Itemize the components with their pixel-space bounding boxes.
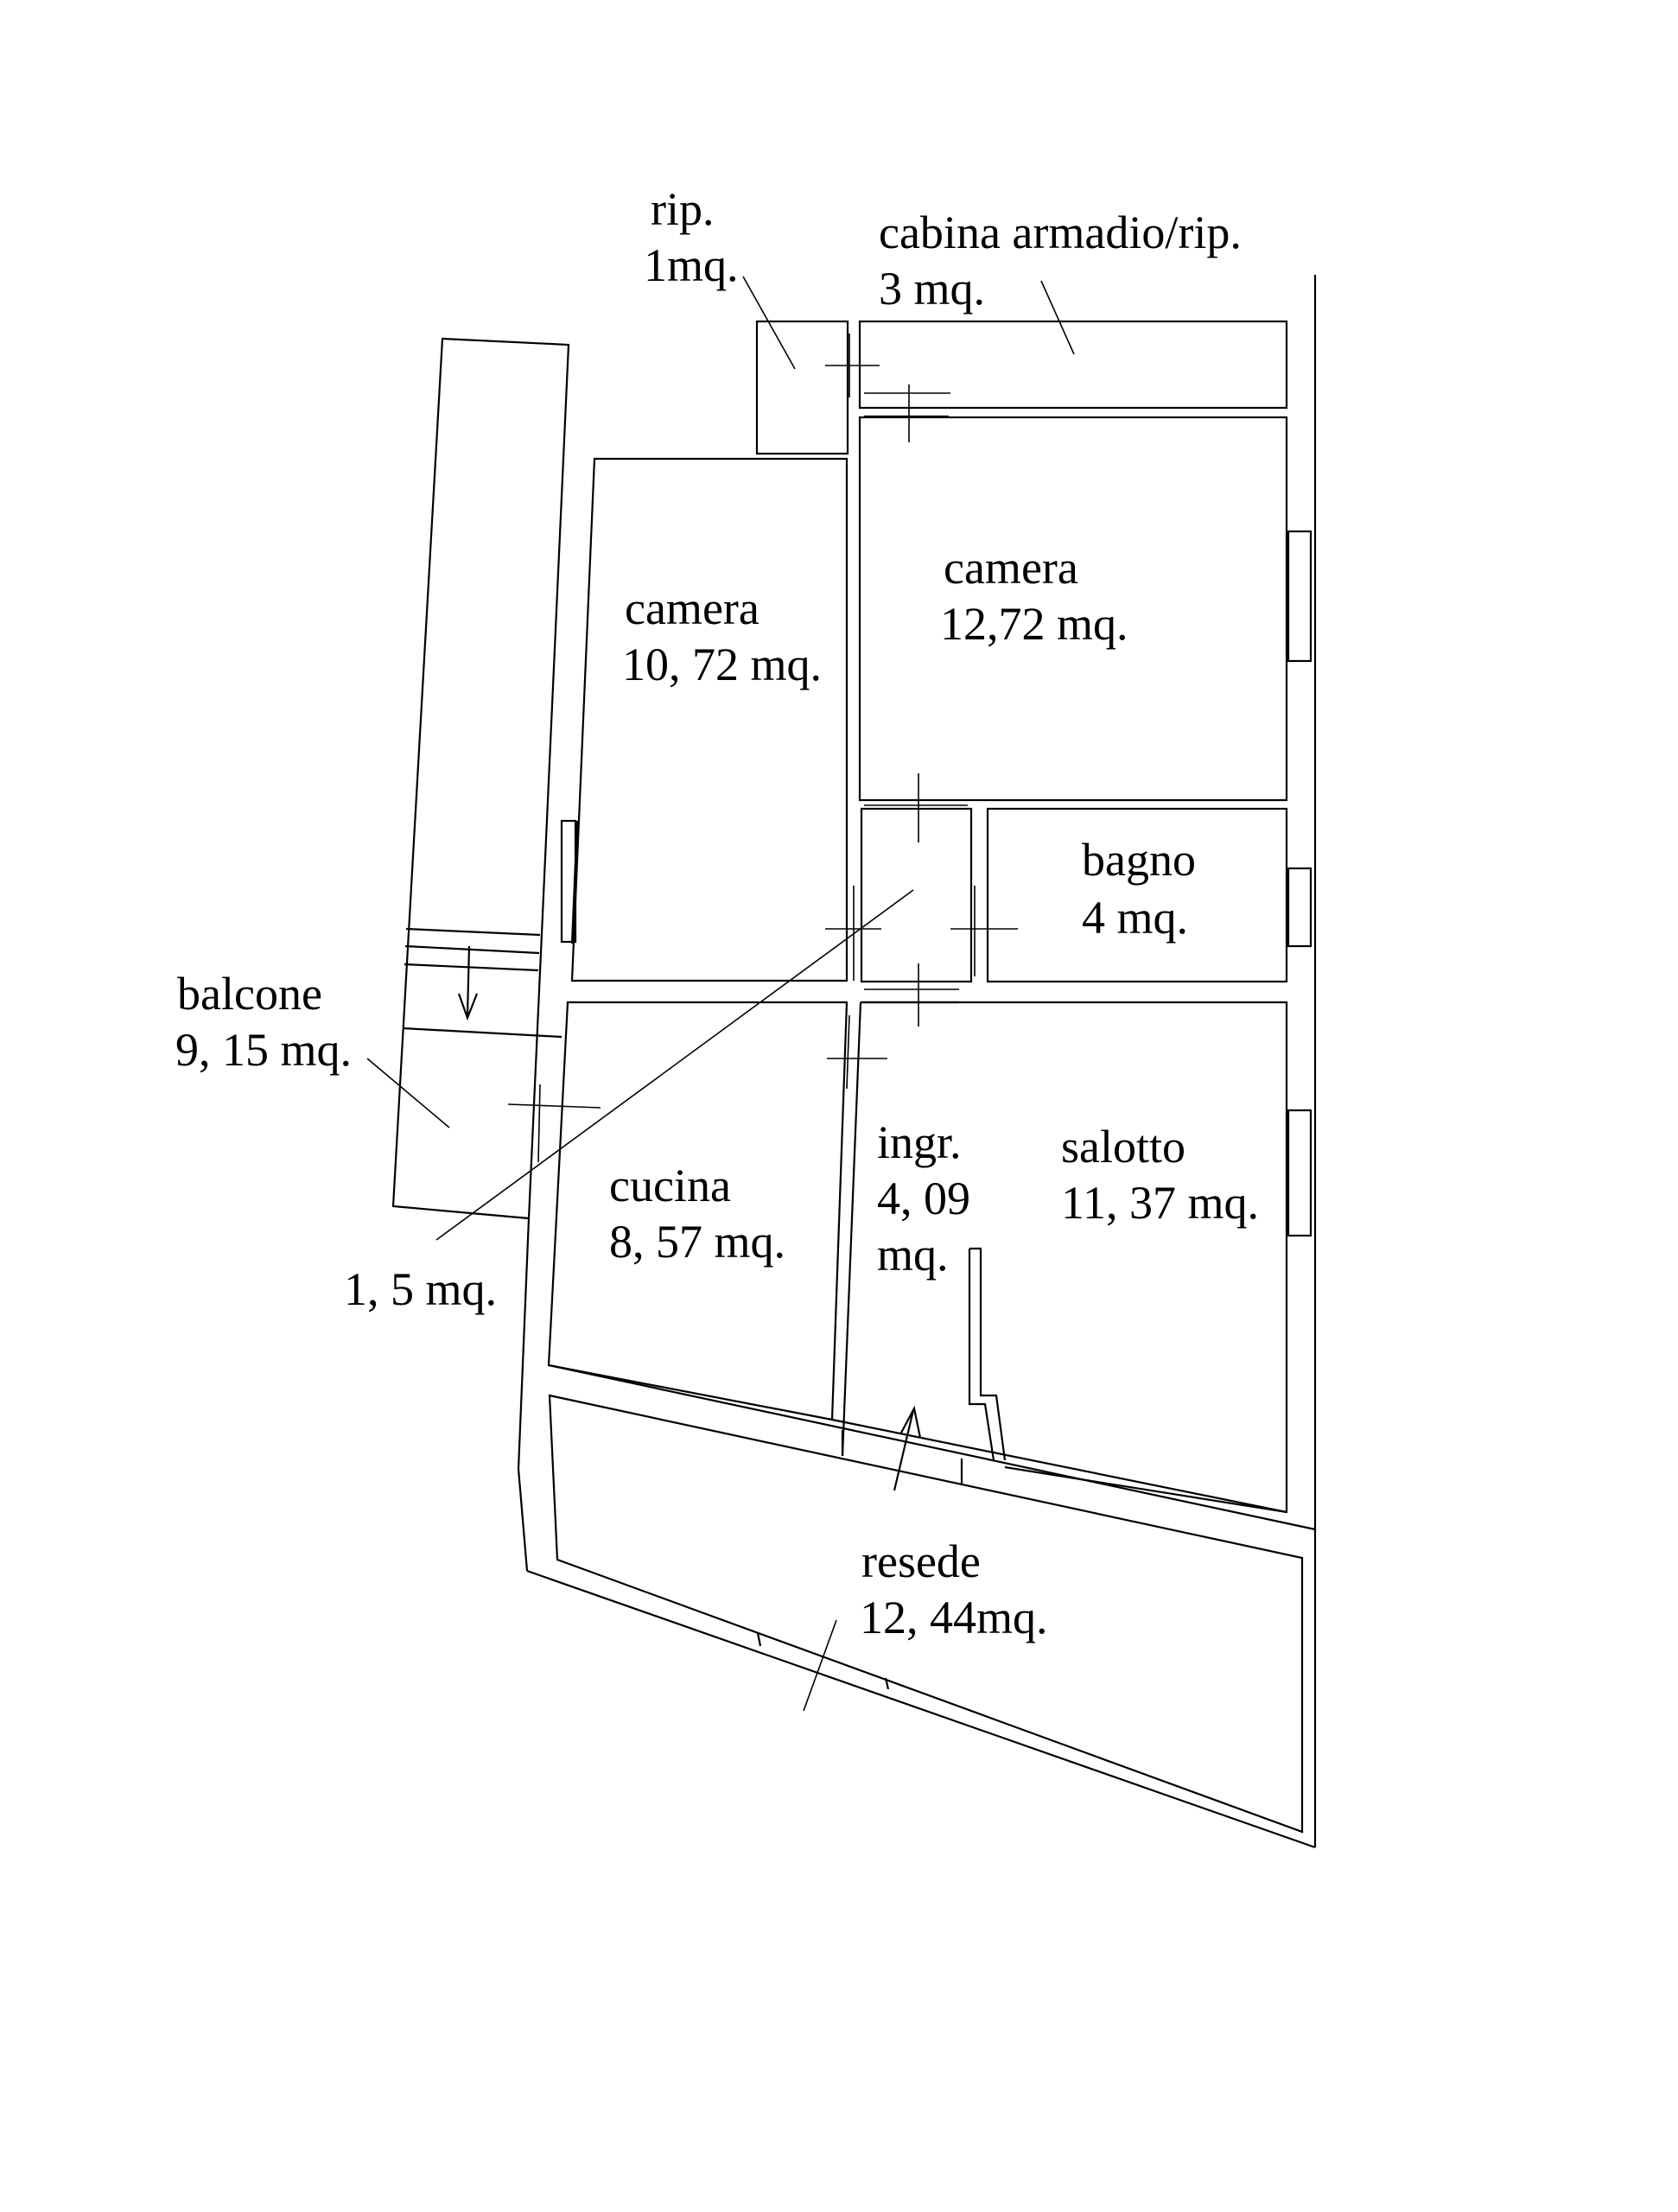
balcone-arrow-head [457, 993, 479, 1021]
resede-outline [548, 1394, 1304, 1834]
label-bagno-name: bagno [1082, 834, 1196, 886]
label-camera-left-area: 10, 72 mq. [622, 639, 822, 690]
camera-left-window-line [570, 820, 579, 944]
entrance-arrow-head [899, 1405, 922, 1439]
label-cabina-area: 3 mq. [879, 263, 985, 315]
balcone-line-3 [404, 963, 539, 972]
leader-cabina [1040, 280, 1075, 355]
label-resede-name: resede [861, 1535, 981, 1587]
disimpegno-outline [860, 807, 973, 983]
balcone-outline [391, 337, 570, 1220]
front-wall [548, 1363, 1316, 1531]
door-markers [507, 334, 1018, 1712]
exterior-wall-left [517, 1217, 531, 1572]
ingresso-left-wall [841, 1001, 862, 1457]
balcone-arrow-shaft [466, 945, 471, 1016]
resede-outer-wall [526, 1569, 1316, 1849]
leader-balcone [366, 1058, 450, 1128]
label-balcone-area: 9, 15 mq. [175, 1024, 352, 1076]
label-disimpegno-area: 1, 5 mq. [344, 1263, 497, 1315]
leader-disimpegno [435, 889, 914, 1241]
label-camera-right-name: camera [944, 542, 1078, 594]
leader-rip [742, 276, 796, 370]
leader-lines [366, 276, 1075, 1241]
label-rip-name: rip. [651, 183, 715, 235]
camera-right-window [1287, 530, 1313, 663]
partition-wall [969, 1247, 1007, 1461]
entrance-arrow-shaft [893, 1409, 915, 1491]
camera-right-outline [858, 416, 1288, 802]
resede-gate-left [756, 1632, 762, 1647]
door-balcone-v [537, 1084, 541, 1163]
salotto-window [1287, 1109, 1313, 1237]
walls [391, 275, 1317, 1849]
camera-left-outline [570, 457, 849, 982]
label-cucina-area: 8, 57 mq. [609, 1216, 785, 1268]
rip-room-outline [755, 320, 849, 455]
door-cucina-v [846, 1014, 850, 1090]
cabina-room-outline [858, 320, 1288, 410]
resede-gate-right [884, 1677, 890, 1690]
label-ingresso-unit: mq. [877, 1229, 949, 1281]
label-camera-left-name: camera [625, 582, 760, 634]
resede-gate-cross [803, 1619, 837, 1712]
room-labels: rip. 1mq. cabina armadio/rip. 3 mq. came… [175, 183, 1259, 1643]
label-ingresso-name: ingr. [877, 1116, 962, 1168]
label-salotto-name: salotto [1061, 1121, 1185, 1173]
door-balcone-h [507, 1103, 601, 1109]
label-salotto-area: 11, 37 mq. [1061, 1177, 1259, 1229]
label-cabina-name: cabina armadio/rip. [879, 207, 1242, 258]
balcone-line-2 [404, 944, 540, 955]
label-bagno-area: 4 mq. [1082, 892, 1188, 944]
label-rip-area: 1mq. [644, 239, 739, 291]
label-ingresso-area: 4, 09 [877, 1173, 970, 1224]
bagno-outline [986, 807, 1288, 983]
label-cucina-name: cucina [609, 1160, 731, 1211]
label-camera-right-area: 12,72 mq. [940, 598, 1128, 650]
partition-wall-inner [968, 1249, 995, 1461]
bagno-window [1287, 867, 1313, 948]
label-resede-area: 12, 44mq. [860, 1592, 1048, 1643]
balcone-line-4 [402, 1027, 563, 1039]
balcone-line-1 [405, 927, 541, 937]
salotto-outline [864, 1001, 1288, 1514]
label-balcone-name: balcone [177, 968, 322, 1020]
